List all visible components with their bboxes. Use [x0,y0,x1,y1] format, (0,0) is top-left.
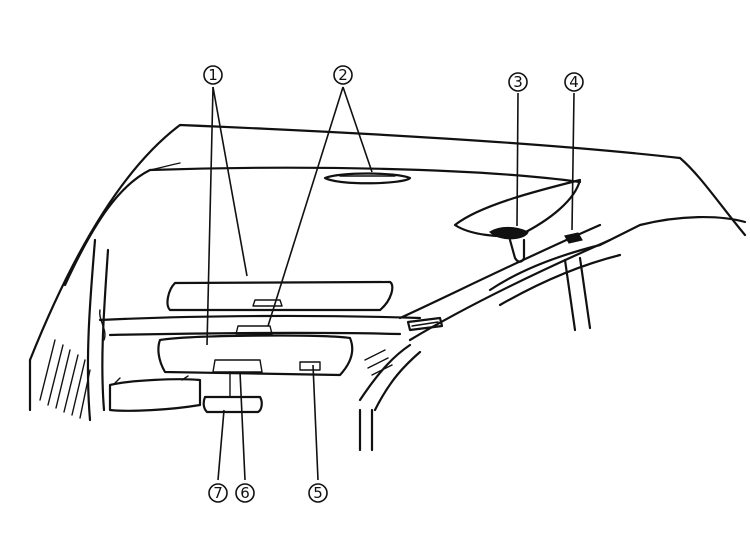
callout-leaders [206,86,575,481]
rear-overhead-console [453,178,582,263]
dome-light-front [323,172,412,185]
callout-5-label: 5 [313,484,323,502]
coat-hook [564,232,583,244]
callout-1-label: 1 [208,66,218,84]
callout-7-label: 7 [213,484,223,502]
callout-7: 7 [208,483,228,503]
sun-visor-left [108,375,202,412]
grab-handle [406,316,444,332]
left-pillar-hatching [39,238,110,422]
callout-2: 2 [333,65,353,85]
roof-outline [28,123,747,412]
callout-6: 6 [235,483,255,503]
callout-3: 3 [508,72,528,92]
callout-2-label: 2 [338,66,348,84]
visor-lower [157,325,354,377]
b-pillar [358,343,422,452]
rearview-mirror [202,371,263,414]
callout-6-label: 6 [240,484,250,502]
callout-4-label: 4 [569,73,579,91]
callout-5: 5 [308,483,328,503]
callout-1: 1 [203,65,223,85]
callout-3-label: 3 [513,73,523,91]
rear-side-window [488,215,747,332]
callout-4: 4 [564,72,584,92]
visor-upper [166,280,394,312]
